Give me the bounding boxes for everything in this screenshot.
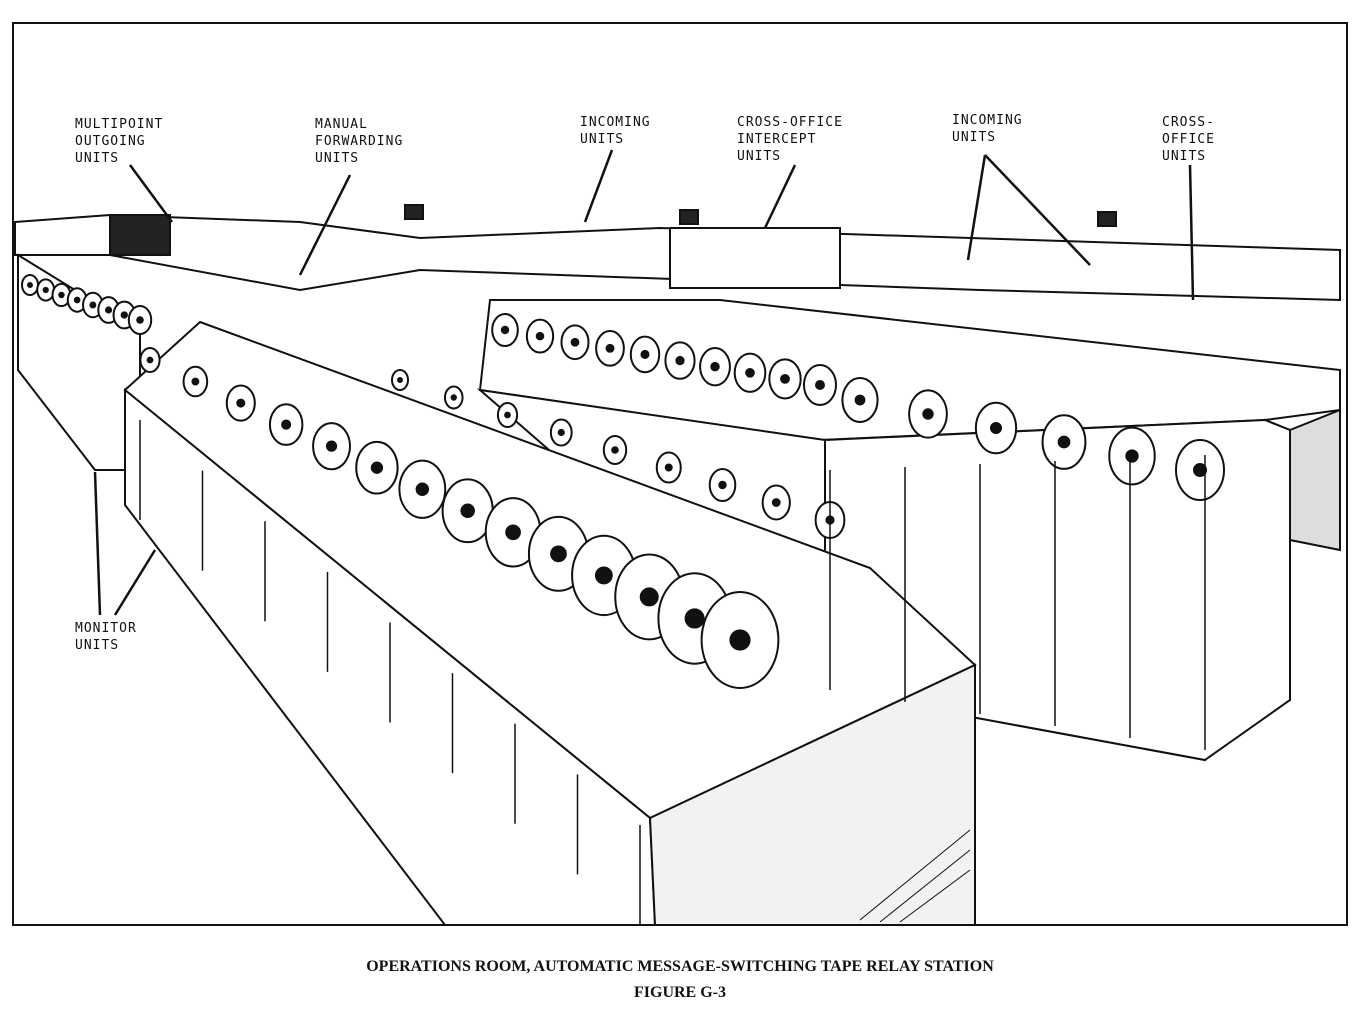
reel-hub: [415, 482, 430, 496]
reel-hub: [120, 311, 128, 319]
reel-hub: [605, 343, 615, 353]
reel-hub: [27, 282, 33, 288]
label-incoming-units-left: INCOMING UNITS: [580, 115, 651, 147]
reel-hub: [1057, 435, 1071, 449]
callout-arrow: [113, 549, 157, 616]
reel-hub: [639, 587, 659, 607]
reel-hub: [729, 629, 751, 651]
reel-hub: [325, 440, 338, 452]
reel-hub: [460, 503, 475, 519]
callout-arrow: [583, 149, 614, 223]
near-row-end-panel: [648, 663, 976, 926]
reel-hub: [710, 361, 720, 372]
reel-hub: [73, 296, 81, 304]
wall-box: [404, 204, 424, 220]
reel-hub: [780, 373, 790, 384]
reel-hub: [370, 461, 384, 474]
reel-hub: [684, 608, 705, 629]
end-panel-hatching: [859, 829, 971, 921]
reel-hub: [42, 286, 49, 294]
reel-hub: [815, 380, 825, 390]
callout-arrow: [966, 154, 987, 261]
reel-hub: [136, 316, 144, 324]
reel-hub: [550, 545, 567, 563]
label-incoming-units-right: INCOMING UNITS: [952, 113, 1023, 145]
reel-hub: [718, 480, 727, 490]
reel-hub: [557, 428, 565, 437]
reel-hub: [58, 291, 65, 299]
reel-hub: [397, 377, 403, 383]
reel-hub: [1125, 449, 1139, 463]
intercept-cabinets: [669, 227, 841, 289]
callout-arrow: [763, 164, 797, 229]
reel-hub: [146, 356, 154, 364]
right-row-far-panel: [1289, 408, 1341, 552]
reel-hub: [535, 331, 545, 341]
reel-hub: [854, 394, 866, 406]
end-panel-hatching: [879, 849, 971, 923]
label-manual-forwarding-units: MANUAL FORWARDING UNITS: [315, 117, 404, 166]
reel-hub: [570, 337, 580, 347]
reel-hub: [594, 566, 613, 585]
reel-hub: [450, 394, 457, 401]
figure-caption-number: FIGURE G-3: [634, 984, 726, 1001]
reel-hub: [1193, 463, 1207, 477]
reel-hub: [745, 367, 755, 378]
reel-hub: [640, 349, 650, 360]
callout-arrow: [984, 154, 1091, 266]
callout-arrow: [128, 164, 174, 223]
label-multipoint-outgoing-units: MULTIPOINT OUTGOING UNITS: [75, 117, 164, 166]
figure-caption-title: OPERATIONS ROOM, AUTOMATIC MESSAGE-SWITC…: [366, 958, 994, 975]
reel-hub: [191, 377, 200, 386]
reel-hub: [89, 301, 97, 309]
reel-hub: [771, 498, 781, 507]
label-monitor-units: MONITOR UNITS: [75, 621, 137, 653]
reel-hub: [105, 306, 113, 314]
end-panel-hatching: [899, 869, 971, 923]
reel-hub: [236, 398, 246, 408]
reel-hub: [611, 446, 619, 454]
reel-hub: [989, 421, 1003, 435]
label-cross-office-units: CROSS- OFFICE UNITS: [1162, 115, 1215, 164]
callout-arrow: [1188, 164, 1195, 301]
reel-hub: [922, 408, 934, 420]
reel-hub: [664, 463, 673, 472]
callout-arrow: [93, 471, 102, 616]
label-cross-office-intercept-units: CROSS-OFFICE INTERCEPT UNITS: [737, 115, 843, 164]
wall-box: [1097, 211, 1117, 227]
reel-hub: [505, 524, 521, 541]
wall-box: [679, 209, 699, 225]
reel-hub: [500, 325, 510, 335]
reel-hub: [281, 419, 292, 430]
callout-arrow: [298, 174, 352, 276]
dark-panel: [109, 214, 171, 256]
reel-hub: [675, 355, 685, 366]
reel-hub: [504, 411, 511, 419]
